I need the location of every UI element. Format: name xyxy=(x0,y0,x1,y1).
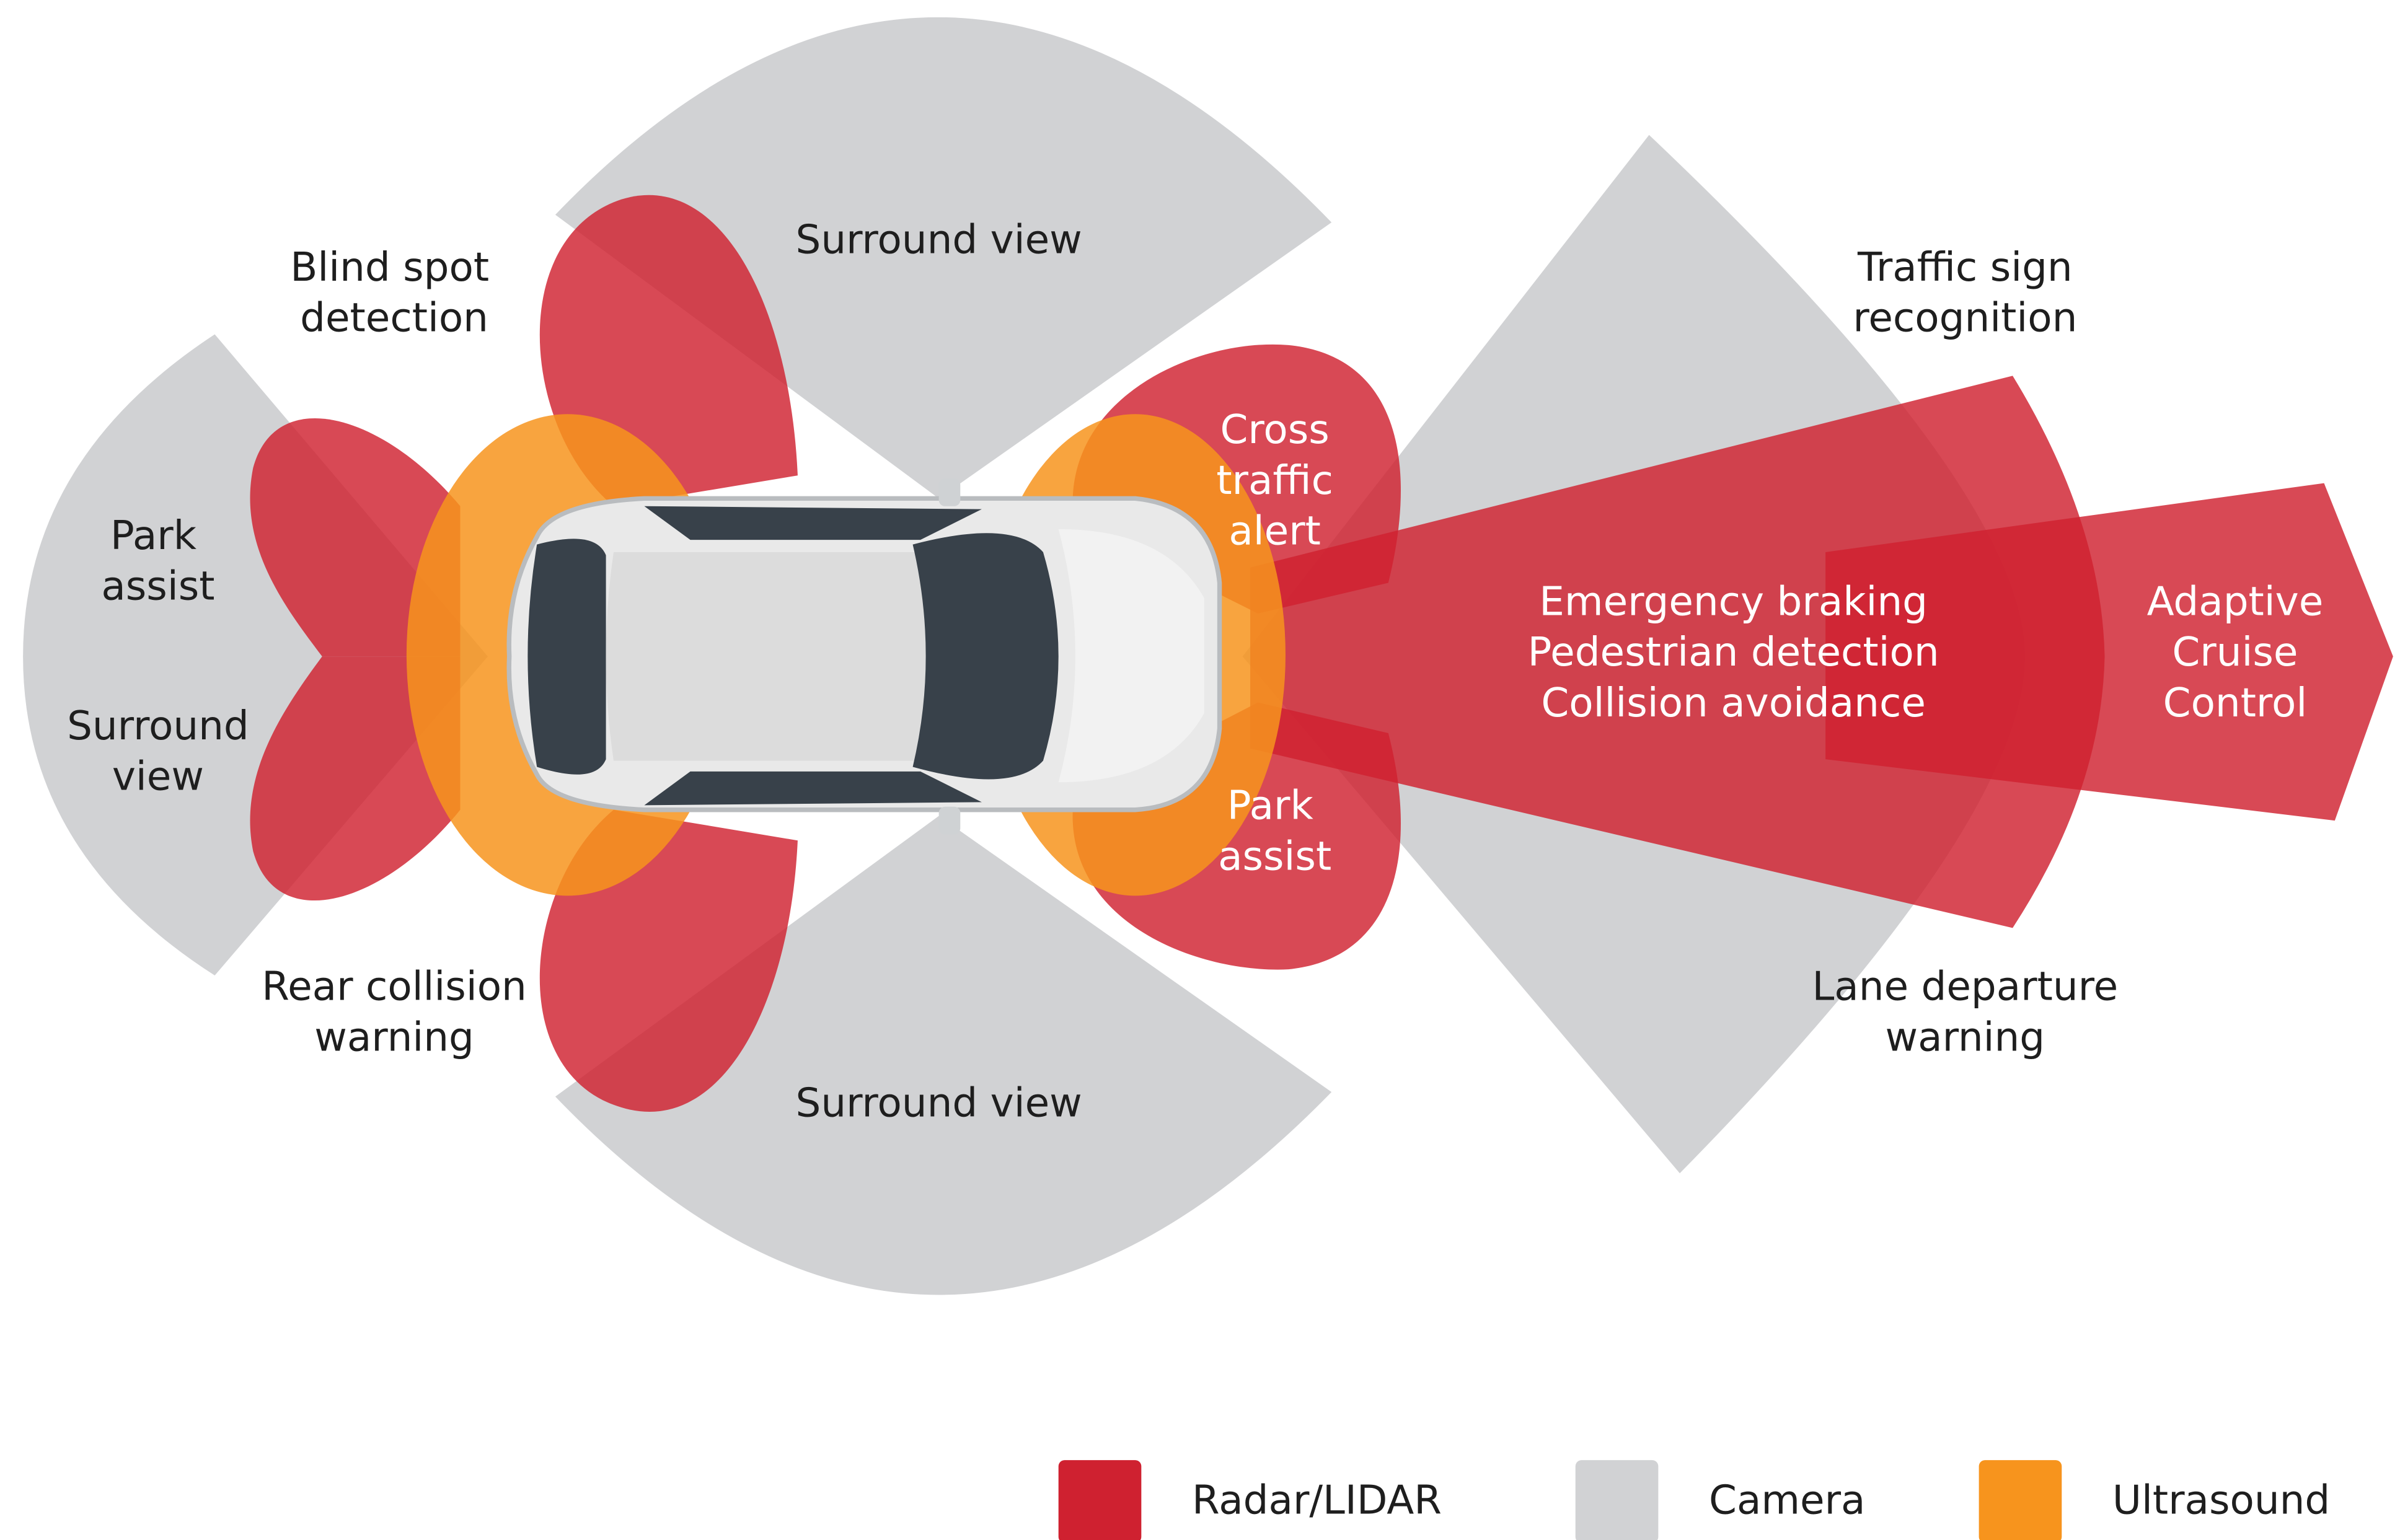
car-mirror-top xyxy=(938,478,961,506)
radar-front-long xyxy=(1825,483,2393,821)
label-park-assist-rear-2: assist xyxy=(101,563,214,610)
label-rear-collision-1: Rear collision xyxy=(262,964,527,1010)
label-acc-3: Control xyxy=(2163,680,2308,726)
car-hood xyxy=(1058,529,1204,783)
label-blind-spot-1: Blind spot xyxy=(290,244,489,291)
legend-label-camera: Camera xyxy=(1709,1477,1865,1524)
radar-rear-top xyxy=(250,418,461,657)
label-traffic-sign-1: Traffic sign xyxy=(1857,244,2073,291)
label-cross-traffic-3: alert xyxy=(1229,508,1321,555)
label-rear-collision-2: warning xyxy=(314,1014,474,1060)
label-lane-departure-1: Lane departure xyxy=(1812,964,2118,1010)
car-side-window-bottom xyxy=(644,771,982,806)
radar-front-wide xyxy=(1250,376,2105,928)
label-surround-view-bottom: Surround view xyxy=(796,1080,1082,1127)
labels: Surround view Surround view Blind spot d… xyxy=(67,216,2323,1126)
label-lane-departure-2: warning xyxy=(1886,1014,2045,1060)
legend: Radar/LIDAR Camera Ultrasound xyxy=(1058,1460,2330,1540)
label-park-assist-rear-1: Park xyxy=(110,513,197,559)
label-surround-view-top: Surround view xyxy=(796,216,1082,263)
legend-label-radar: Radar/LIDAR xyxy=(1192,1477,1442,1524)
car-top-view xyxy=(506,478,1222,835)
label-emergency-3: Collision avoidance xyxy=(1541,680,1926,726)
label-park-assist-front-1: Park xyxy=(1227,783,1314,829)
label-cross-traffic-1: Cross xyxy=(1220,407,1329,453)
label-cross-traffic-2: traffic xyxy=(1216,457,1333,504)
camera-zone-top xyxy=(555,17,1332,499)
legend-swatch-ultrasound xyxy=(1979,1460,2062,1540)
legend-label-ultrasound: Ultrasound xyxy=(2112,1477,2330,1524)
label-surround-view-rear-1: Surround xyxy=(67,703,249,749)
label-surround-view-rear-2: view xyxy=(112,754,204,800)
legend-swatch-camera xyxy=(1575,1460,1659,1540)
label-emergency-2: Pedestrian detection xyxy=(1528,629,1939,675)
camera-zone-bottom xyxy=(555,816,1332,1295)
label-blind-spot-2: detection xyxy=(300,295,488,341)
label-acc-2: Cruise xyxy=(2172,629,2298,675)
label-emergency-1: Emergency braking xyxy=(1539,578,1928,625)
car-mirror-bottom xyxy=(938,806,961,835)
car-windshield xyxy=(912,533,1059,780)
legend-swatch-radar xyxy=(1058,1460,1142,1540)
car-side-window-top xyxy=(644,506,982,540)
label-park-assist-front-2: assist xyxy=(1218,833,1331,879)
camera-zone-rear xyxy=(23,334,488,976)
label-traffic-sign-2: recognition xyxy=(1853,295,2077,341)
radar-rear-bottom xyxy=(250,656,461,901)
car-rear-window xyxy=(527,539,606,775)
label-acc-1: Adaptive xyxy=(2147,578,2324,625)
car-roof xyxy=(606,552,929,761)
